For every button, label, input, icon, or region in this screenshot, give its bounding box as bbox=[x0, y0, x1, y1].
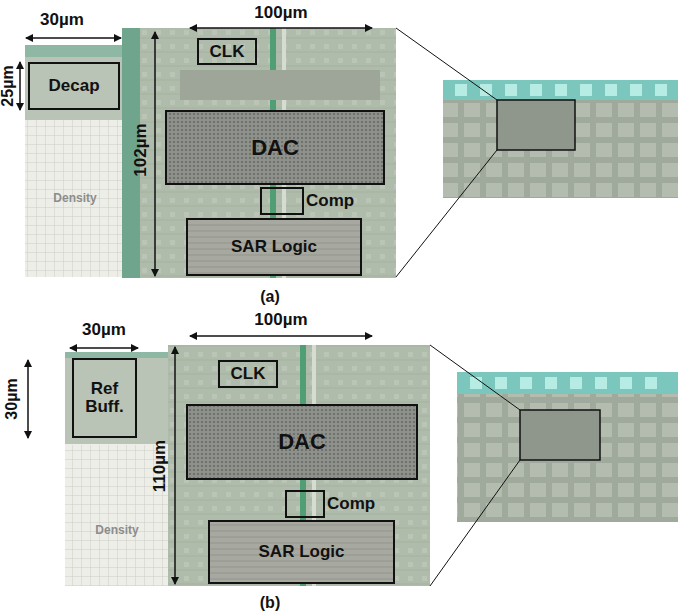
block-title: CLK bbox=[210, 43, 245, 61]
dimension-label: 110µm bbox=[150, 440, 170, 492]
dac-block: DAC bbox=[186, 404, 418, 480]
dac-block: DAC bbox=[165, 110, 385, 185]
block-title: SAR Logic bbox=[231, 238, 317, 256]
comparator-block: Comp bbox=[260, 187, 304, 215]
block-label: Comp bbox=[306, 192, 354, 210]
dimension-label: 30µm bbox=[40, 10, 84, 30]
comparator-block: Comp bbox=[285, 490, 325, 518]
block-title: Decap bbox=[48, 77, 99, 95]
dimension-label: 100µm bbox=[254, 310, 307, 330]
dimension-label: 30µm bbox=[82, 320, 126, 340]
clock-block: CLK bbox=[197, 38, 257, 65]
block-title: CLK bbox=[231, 365, 266, 383]
block-title: Ref Buff. bbox=[76, 380, 133, 416]
sar-logic-block: SAR Logic bbox=[186, 218, 362, 276]
block-title: DAC bbox=[251, 136, 299, 159]
area-label: Density bbox=[53, 191, 96, 205]
dimension-label: 25µm bbox=[0, 65, 17, 106]
clock-block: CLK bbox=[218, 360, 278, 388]
block-label: Comp bbox=[327, 495, 375, 513]
dimension-label: 102µm bbox=[131, 123, 151, 176]
block-title: SAR Logic bbox=[259, 543, 345, 561]
subfigure-label: (a) bbox=[260, 288, 280, 306]
sar-logic-block: SAR Logic bbox=[208, 520, 395, 584]
area-label: Density bbox=[95, 523, 138, 537]
dimension-label: 30µm bbox=[3, 378, 21, 419]
reference-buffer-block: Ref Buff. bbox=[72, 358, 137, 438]
dimension-label: 100µm bbox=[254, 3, 307, 23]
block-title: DAC bbox=[278, 430, 326, 453]
decap-block: Decap bbox=[28, 62, 120, 110]
subfigure-label: (b) bbox=[260, 594, 280, 612]
